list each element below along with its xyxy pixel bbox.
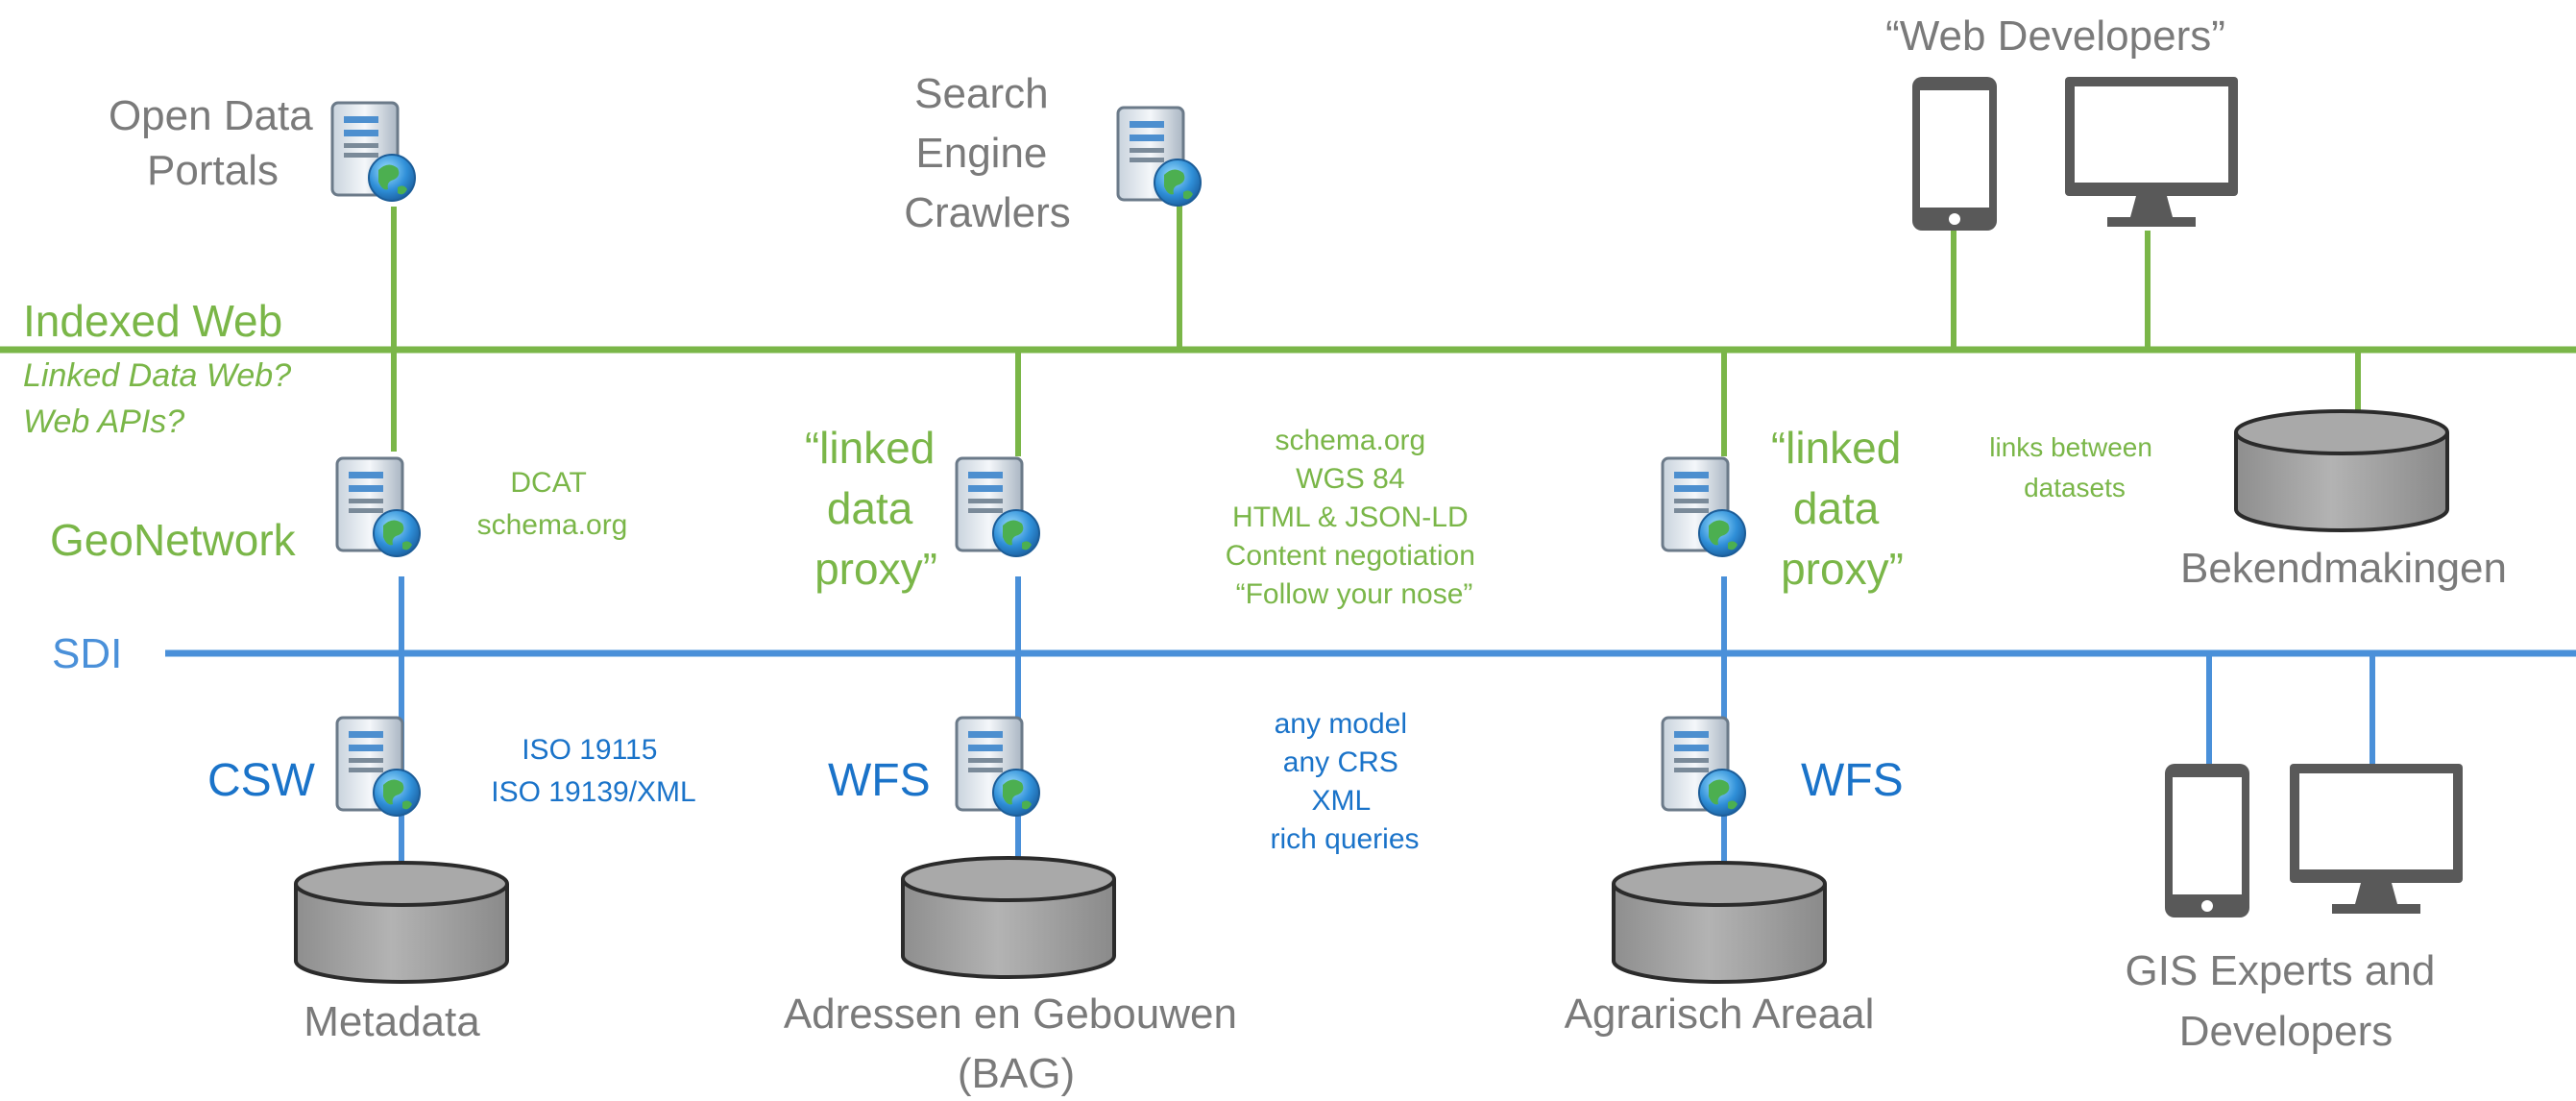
search-engine-server-icon bbox=[1116, 106, 1203, 208]
proxy-agrarisch-label: “linked data proxy” bbox=[1771, 423, 1913, 594]
gis-phone-icon bbox=[2165, 764, 2249, 918]
bag-database-icon bbox=[901, 856, 1116, 979]
bekendmakingen-database-icon bbox=[2234, 409, 2449, 532]
proxy-bag-label: “linked data proxy” bbox=[805, 423, 947, 594]
gis-experts-label: GIS Experts and Developers bbox=[2125, 947, 2446, 1055]
indexed-web-label: Indexed Web bbox=[23, 296, 282, 346]
web-features: schema.org WGS 84 HTML & JSON-LD Content… bbox=[1226, 425, 1484, 610]
web-dev-monitor-icon bbox=[2065, 77, 2238, 227]
proxy-agrarisch-server-icon bbox=[1661, 456, 1747, 558]
links-between-datasets: links between datasets bbox=[1989, 432, 2159, 502]
sdi-features: any model any CRS XML rich queries bbox=[1270, 708, 1419, 855]
wfs-bag-label: WFS bbox=[828, 755, 931, 806]
web-connectors bbox=[391, 202, 2361, 456]
csw-server-icon bbox=[335, 716, 422, 818]
search-engine-crawlers-label: Search Engine Crawlers bbox=[904, 70, 1071, 236]
csw-formats: ISO 19115 ISO 19139/XML bbox=[491, 734, 695, 808]
gis-monitor-icon bbox=[2290, 764, 2463, 914]
bekendmakingen-label: Bekendmakingen bbox=[2180, 545, 2507, 592]
sdi-connectors bbox=[399, 576, 2375, 874]
agrarisch-database-icon bbox=[1612, 861, 1827, 984]
metadata-label: Metadata bbox=[304, 998, 480, 1045]
open-data-portals-label: Open Data Portals bbox=[109, 92, 325, 194]
geonetwork-formats: DCAT schema.org bbox=[477, 467, 628, 541]
csw-label: CSW bbox=[207, 755, 316, 806]
proxy-bag-server-icon bbox=[955, 456, 1041, 558]
metadata-database-icon bbox=[294, 861, 509, 984]
geonetwork-server-icon bbox=[335, 456, 422, 558]
bag-label: Adressen en Gebouwen (BAG) bbox=[784, 991, 1249, 1097]
open-data-portals-server-icon bbox=[330, 101, 417, 203]
agrarisch-label: Agrarisch Areaal bbox=[1565, 991, 1875, 1038]
web-apis-label: Web APIs? bbox=[23, 404, 184, 440]
web-dev-phone-icon bbox=[1912, 77, 1997, 231]
wfs-agrarisch-server-icon bbox=[1661, 716, 1747, 818]
geonetwork-label: GeoNetwork bbox=[50, 515, 297, 565]
sdi-label: SDI bbox=[52, 630, 122, 677]
linked-data-web-label: Linked Data Web? bbox=[23, 357, 291, 394]
wfs-agrarisch-label: WFS bbox=[1801, 755, 1904, 806]
web-developers-label: “Web Developers” bbox=[1885, 12, 2225, 60]
wfs-bag-server-icon bbox=[955, 716, 1041, 818]
